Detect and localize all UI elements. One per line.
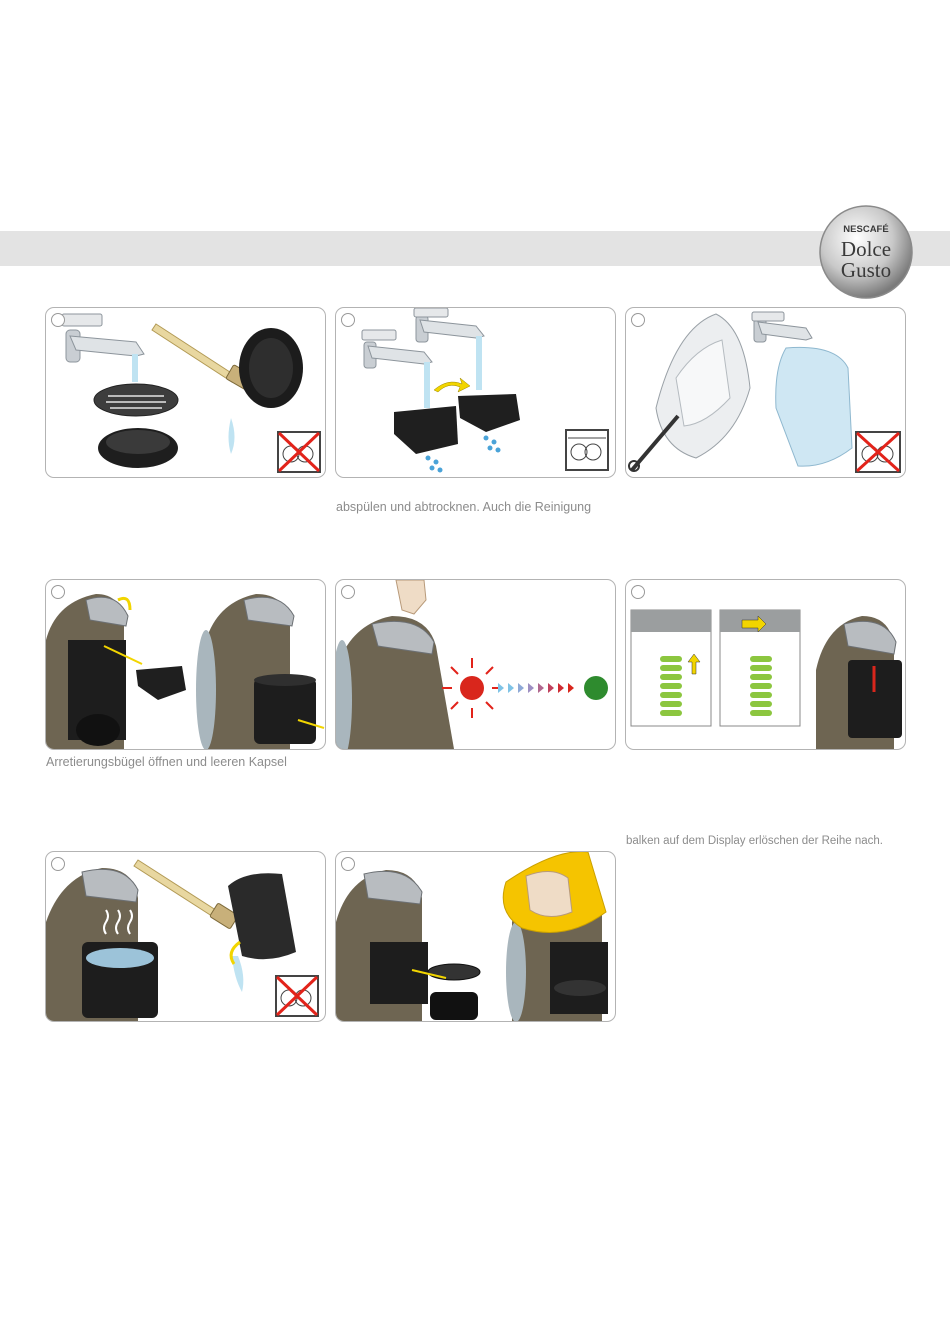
- led-bars-1: [660, 656, 682, 716]
- hand-icon: [526, 871, 572, 916]
- dishwasher-safe-icon: [566, 430, 608, 470]
- capsule-holder: [136, 666, 186, 700]
- faucet-icon: [62, 314, 144, 382]
- faucet-icon: [752, 312, 812, 342]
- no-dishwasher-icon: [278, 432, 320, 472]
- yellow-arrow: [434, 378, 470, 392]
- step-panel-power: [335, 579, 616, 750]
- drip-grid: [94, 384, 178, 416]
- step-number-circle: [51, 313, 65, 327]
- brush-icon: [152, 324, 236, 382]
- step-panel-clean-capsule-container: [45, 851, 326, 1022]
- svg-text:Gusto: Gusto: [841, 258, 891, 282]
- no-dishwasher-icon: [856, 432, 900, 472]
- hand-icon: [396, 580, 426, 614]
- capsule-holder-closed: [458, 394, 520, 432]
- power-red-icon: [442, 658, 502, 718]
- brush-icon: [134, 860, 222, 920]
- caption-row3: balken auf dem Display erlöschen der Rei…: [626, 835, 883, 847]
- step-number-circle: [51, 857, 65, 871]
- step-panel-open-lever: [45, 579, 326, 750]
- dolce-gusto-logo: NESCAFÉ Dolce Gusto: [817, 204, 915, 300]
- svg-text:NESCAFÉ: NESCAFÉ: [843, 224, 888, 235]
- step-panel-wipe-reassemble: [335, 851, 616, 1022]
- step-number-circle: [51, 585, 65, 599]
- step-number-circle: [341, 585, 355, 599]
- step-number-circle: [341, 313, 355, 327]
- led-bars-2: [750, 656, 772, 716]
- step-number-circle: [341, 857, 355, 871]
- caption-row1: abspülen und abtrocknen. Auch die Reinig…: [336, 500, 591, 514]
- capsule-container: [228, 873, 296, 959]
- progress-arrows: [498, 683, 574, 693]
- water-tank-filled: [776, 347, 852, 466]
- step-panel-rinse-capsule-holder: [335, 307, 616, 478]
- no-dishwasher-icon: [276, 976, 318, 1016]
- drip-grid: [428, 964, 480, 980]
- step-panel-display: [625, 579, 906, 750]
- caption-row2: Arretierungsbügel öffnen und leeren Kaps…: [46, 755, 287, 769]
- drip-tray: [430, 992, 478, 1020]
- capsule-holder-open: [394, 406, 458, 454]
- step-number-circle: [631, 585, 645, 599]
- power-green-icon: [584, 676, 608, 700]
- step-panel-rinse-drip-tray: [45, 307, 326, 478]
- header-band: [0, 231, 950, 266]
- step-panel-clean-water-tank: [625, 307, 906, 478]
- step-number-circle: [631, 313, 645, 327]
